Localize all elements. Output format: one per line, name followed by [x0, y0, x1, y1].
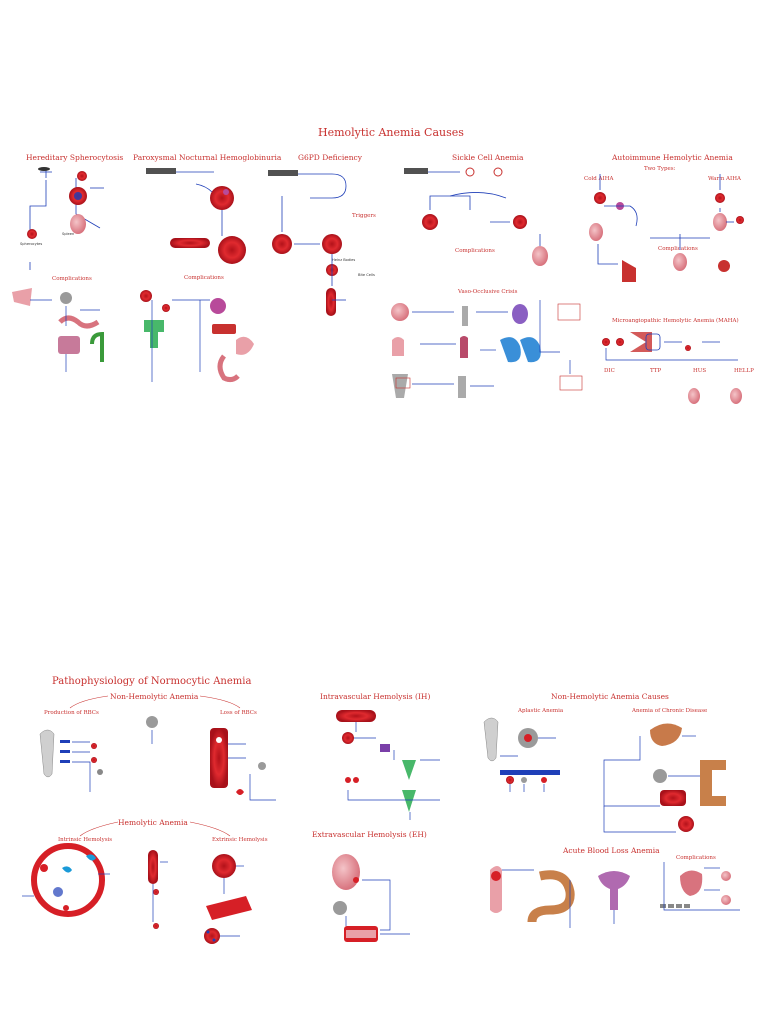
aiha-complications-label: Complications — [658, 246, 698, 252]
production-art — [39, 716, 158, 792]
sickle-diagram — [404, 167, 548, 266]
heinz-bodies-text: Heinz Bodies — [332, 258, 356, 262]
hemolytic-middle-art — [148, 850, 168, 929]
pnh-complication-icons — [140, 290, 254, 383]
g6pd-diagram — [268, 170, 347, 316]
spherocytes-text: Spherocytes — [20, 242, 43, 246]
extrinsic-art — [204, 854, 252, 944]
maha-diagram — [602, 332, 742, 404]
hemolytic-heading: Hemolytic Anemia — [118, 818, 188, 827]
maha-label: Microangiopathic Hemolytic Anemia (MAHA) — [612, 318, 739, 324]
warm-aiha-label: Warm AIHA — [708, 176, 741, 182]
chronic-art — [603, 723, 726, 833]
spleen-text: Spleen — [62, 232, 75, 236]
bottom-left-connectors — [69, 695, 241, 837]
dic-label: DIC — [604, 368, 615, 374]
hus-label: HUS — [693, 368, 707, 374]
acute-complications-heading: Complications — [676, 855, 716, 861]
sickle-heading: Sickle Cell Anemia — [452, 153, 524, 162]
aplastic-art — [483, 717, 560, 792]
acute-heading: Acute Blood Loss Anemia — [563, 846, 660, 855]
hs-heading: Hereditary Spherocytosis — [26, 153, 124, 162]
voc-icons — [391, 300, 583, 398]
g6pd-heading: G6PD Deficiency — [298, 153, 362, 162]
hs-complications-label: Complications — [52, 276, 92, 282]
intrinsic-art — [22, 843, 110, 917]
intrinsic-heading: Intrinsic Hemolysis — [58, 837, 113, 843]
two-types-label: Two Types: — [644, 166, 676, 172]
loss-art — [210, 728, 276, 801]
aiha-diagram — [589, 174, 744, 282]
ih-art — [336, 710, 440, 820]
aiha-heading: Autoimmune Hemolytic Anemia — [612, 153, 733, 162]
pnh-complications-label: Complications — [184, 275, 224, 281]
ih-heading: Intravascular Hemolysis (IH) — [320, 692, 431, 701]
cold-aiha-label: Cold AIHA — [584, 176, 614, 182]
hs-complication-icons — [12, 288, 104, 372]
hellp-label: HELLP — [734, 368, 754, 374]
chronic-heading: Anemia of Chronic Disease — [632, 708, 708, 714]
acute-art — [490, 862, 740, 928]
eh-heading: Extravascular Hemolysis (EH) — [312, 830, 427, 839]
triggers-label: Triggers — [352, 213, 376, 219]
production-heading: Production of RBCs — [44, 710, 99, 716]
pnh-heading: Paroxysmal Nocturnal Hemoglobinuria — [133, 153, 282, 162]
loss-heading: Loss of RBCs — [220, 710, 257, 716]
non-hemolytic-heading: Non-Hemolytic Anemia — [110, 692, 199, 701]
eh-art — [332, 854, 410, 942]
nh-causes-heading: Non-Hemolytic Anemia Causes — [551, 692, 669, 701]
hs-cells — [27, 167, 87, 239]
pnh-diagram — [146, 168, 246, 264]
extrinsic-heading: Extrinsic Hemolysis — [212, 837, 268, 843]
bottom-title: Pathophysiology of Normocytic Anemia — [52, 676, 252, 687]
sickle-complications-label: Complications — [455, 248, 495, 254]
voc-label: Vaso-Occlusive Crisis — [458, 289, 518, 295]
top-title: Hemolytic Anemia Causes — [318, 126, 464, 139]
aplastic-heading: Aplastic Anemia — [518, 708, 564, 714]
bite-cells-text: Bite Cells — [358, 273, 375, 277]
ttp-label: TTP — [650, 368, 662, 374]
